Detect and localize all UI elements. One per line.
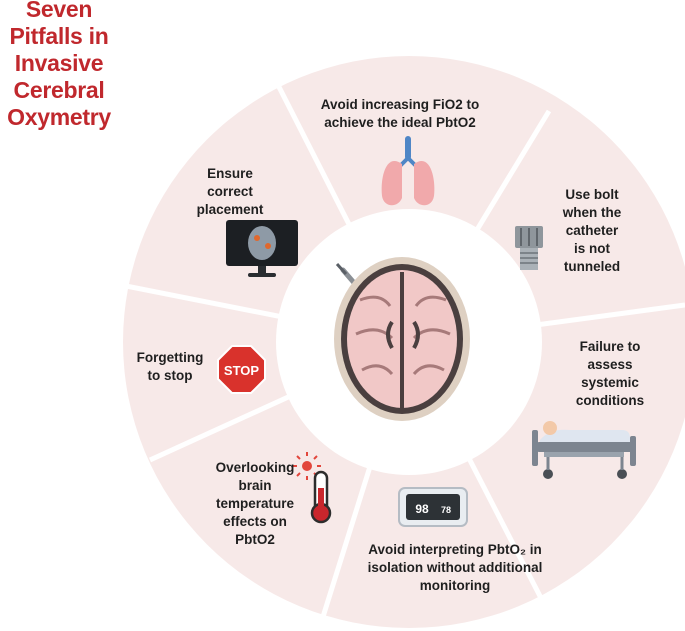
hospital-bed-icon — [532, 421, 636, 479]
label-line: Ensure — [207, 166, 253, 181]
label-line: Overlooking — [215, 460, 295, 475]
label-line: isolation without additional — [367, 560, 543, 575]
label-line: Use bolt — [565, 187, 619, 202]
stop-sign-text: STOP — [224, 363, 259, 378]
label-line: when the — [562, 205, 622, 220]
monitor-brain-scan-icon — [226, 220, 298, 277]
segment-label-bolt: Use bolt when the catheter is not tunnel… — [552, 186, 632, 276]
segment-label-temperature: Overlooking brain temperature effects on… — [205, 459, 305, 549]
title-line: Seven — [25, 0, 93, 22]
stop-sign-icon: STOP — [217, 345, 266, 394]
label-line: achieve the ideal PbtO2 — [324, 115, 476, 130]
label-line: systemic — [581, 375, 639, 390]
label-line: PbtO2 — [235, 532, 275, 547]
oximeter-left-value: 98 — [415, 502, 429, 516]
label-line: Failure to — [579, 339, 641, 354]
label-line: to stop — [147, 368, 193, 383]
label-line: is not — [574, 241, 610, 256]
oximeter-right-value: 78 — [441, 505, 451, 515]
title-line: Cerebral — [13, 77, 105, 103]
segment-label-placement: Ensure correct placement — [185, 165, 275, 219]
label-line: tunneled — [563, 259, 621, 274]
title-line: Pitfalls in — [9, 23, 109, 49]
brain-with-probe-icon — [334, 257, 470, 421]
lungs-icon — [381, 136, 435, 206]
label-line: conditions — [575, 393, 645, 408]
pulse-oximeter-icon: 98 78 — [398, 487, 468, 527]
bolt-icon — [515, 226, 543, 270]
segment-label-stop: Forgetting to stop — [124, 349, 216, 385]
label-line: Forgetting — [136, 350, 204, 365]
label-line: brain — [238, 478, 272, 493]
label-line: catheter — [565, 223, 619, 238]
segment-label-isolation: Avoid interpreting PbtO₂ in isolation wi… — [355, 541, 555, 595]
title-line: Invasive — [14, 50, 104, 76]
label-line: correct — [207, 184, 253, 199]
label-line: placement — [196, 202, 264, 217]
segment-label-systemic: Failure to assess systemic conditions — [560, 338, 660, 410]
label-line: temperature — [215, 496, 295, 511]
diagram-title: Seven Pitfalls in Invasive Cerebral Oxym… — [0, 0, 118, 131]
label-line: Avoid increasing FiO2 to — [320, 97, 480, 112]
title-line: Oxymetry — [7, 104, 111, 130]
label-line: effects on — [223, 514, 287, 529]
label-line: Avoid interpreting PbtO₂ in — [368, 542, 542, 557]
thermometer-icon — [293, 452, 332, 524]
segment-label-fio2: Avoid increasing FiO2 to achieve the ide… — [300, 96, 500, 132]
label-line: monitoring — [419, 578, 491, 593]
label-line: assess — [587, 357, 633, 372]
